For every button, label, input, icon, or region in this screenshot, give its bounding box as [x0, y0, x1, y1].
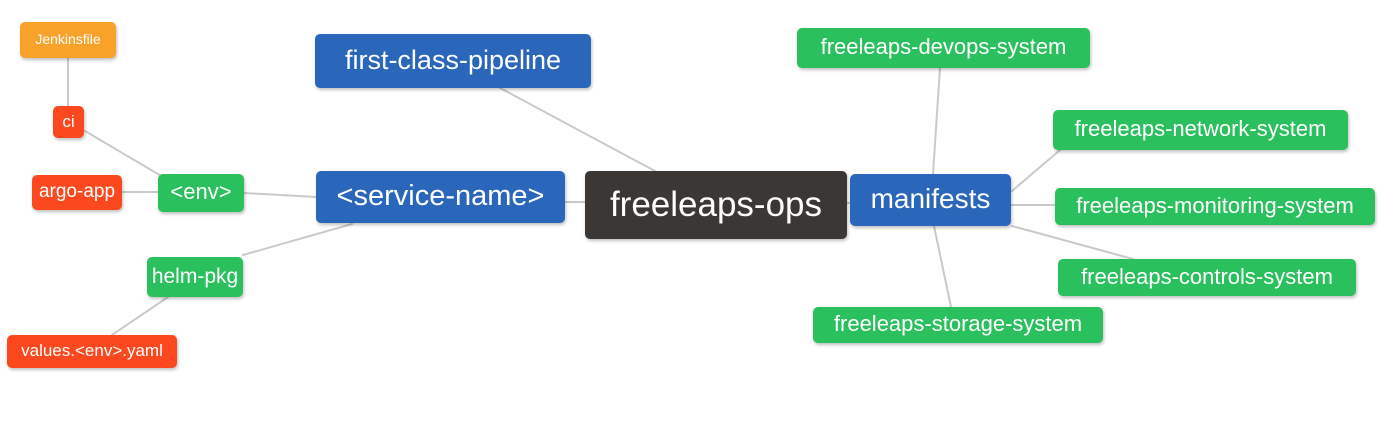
edge-env-service-name — [243, 192, 317, 198]
edge-manifests-network — [1011, 149, 1061, 192]
edge-helm-pkg-service-name — [242, 223, 353, 256]
edge-manifests-storage — [933, 225, 952, 308]
edge-manifests-controls — [1011, 225, 1134, 260]
edge-fcp-freeleaps-ops — [499, 87, 656, 172]
node-monitoring-system[interactable]: freeleaps-monitoring-system — [1055, 188, 1375, 225]
edge-manifests-devops — [932, 67, 941, 175]
node-ci[interactable]: ci — [53, 106, 84, 138]
node-network-system[interactable]: freeleaps-network-system — [1053, 110, 1348, 150]
node-devops-system[interactable]: freeleaps-devops-system — [797, 28, 1090, 68]
node-env[interactable]: <env> — [158, 174, 244, 212]
node-service-name[interactable]: <service-name> — [316, 171, 565, 223]
node-first-class-pipeline[interactable]: first-class-pipeline — [315, 34, 591, 88]
edge-values-helm-pkg — [111, 296, 169, 336]
node-freeleaps-ops-root[interactable]: freeleaps-ops — [585, 171, 847, 239]
node-values-env-yaml[interactable]: values.<env>.yaml — [7, 335, 177, 368]
node-argo-app[interactable]: argo-app — [32, 175, 122, 210]
node-jenkinsfile[interactable]: Jenkinsfile — [20, 22, 116, 58]
node-controls-system[interactable]: freeleaps-controls-system — [1058, 259, 1356, 296]
node-helm-pkg[interactable]: helm-pkg — [147, 257, 243, 297]
edge-ci-env — [84, 130, 164, 178]
node-manifests[interactable]: manifests — [850, 174, 1011, 226]
node-storage-system[interactable]: freeleaps-storage-system — [813, 307, 1103, 343]
